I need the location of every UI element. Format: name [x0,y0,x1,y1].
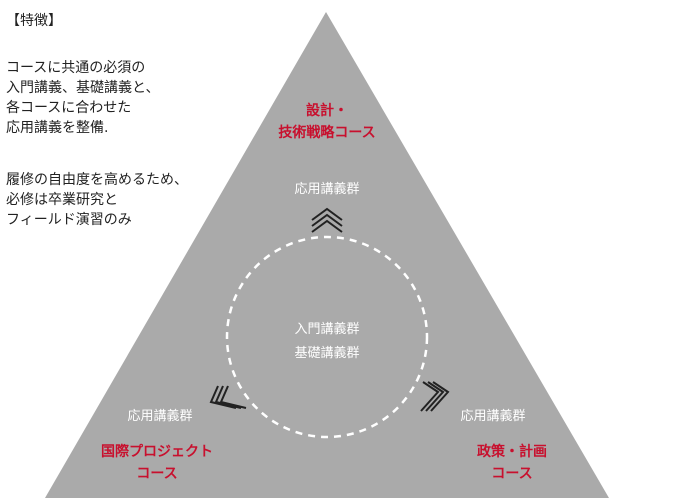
down-left-chevron-icon [209,385,247,409]
core-lectures-circle [225,235,429,439]
feature-line: コースに共通の必須の [6,60,146,76]
intro-lectures-label: 入門講義群 [294,322,360,337]
feature-line: 入門講義、基礎講義と、 [6,80,160,96]
feature-line: 各コースに合わせた [6,100,132,116]
course-policy-planning: 政策・計画 コース [412,441,612,485]
course-label-line: コース [136,466,178,482]
course-label-line: コース [491,466,533,482]
features-title: 【特徴】 [6,13,62,29]
applied-lectures-left: 応用講義群 [127,409,193,424]
feature-line: 必修は卒業研究と [6,192,118,208]
course-label-line: 設計・ [306,103,348,119]
up-chevron-icon [311,207,343,233]
feature-line: フィールド演習のみ [6,212,132,228]
basic-lectures-label: 基礎講義群 [294,346,360,361]
course-label-line: 国際プロジェクト [101,444,213,460]
feature-line: 履修の自由度を高めるため、 [6,172,188,188]
course-label-line: 政策・計画 [477,444,547,460]
applied-lectures-right: 応用講義群 [460,409,526,424]
course-label-line: 技術戦略コース [278,125,376,141]
course-international-project: 国際プロジェクト コース [57,441,257,485]
core-lectures-label: 入門講義群 基礎講義群 [262,318,392,366]
course-design-strategy: 設計・ 技術戦略コース [227,100,427,144]
down-right-chevron-icon [420,381,450,412]
feature-line: 応用講義を整備. [6,120,109,136]
applied-lectures-top: 応用講義群 [294,182,360,197]
curriculum-triangle [45,12,609,498]
